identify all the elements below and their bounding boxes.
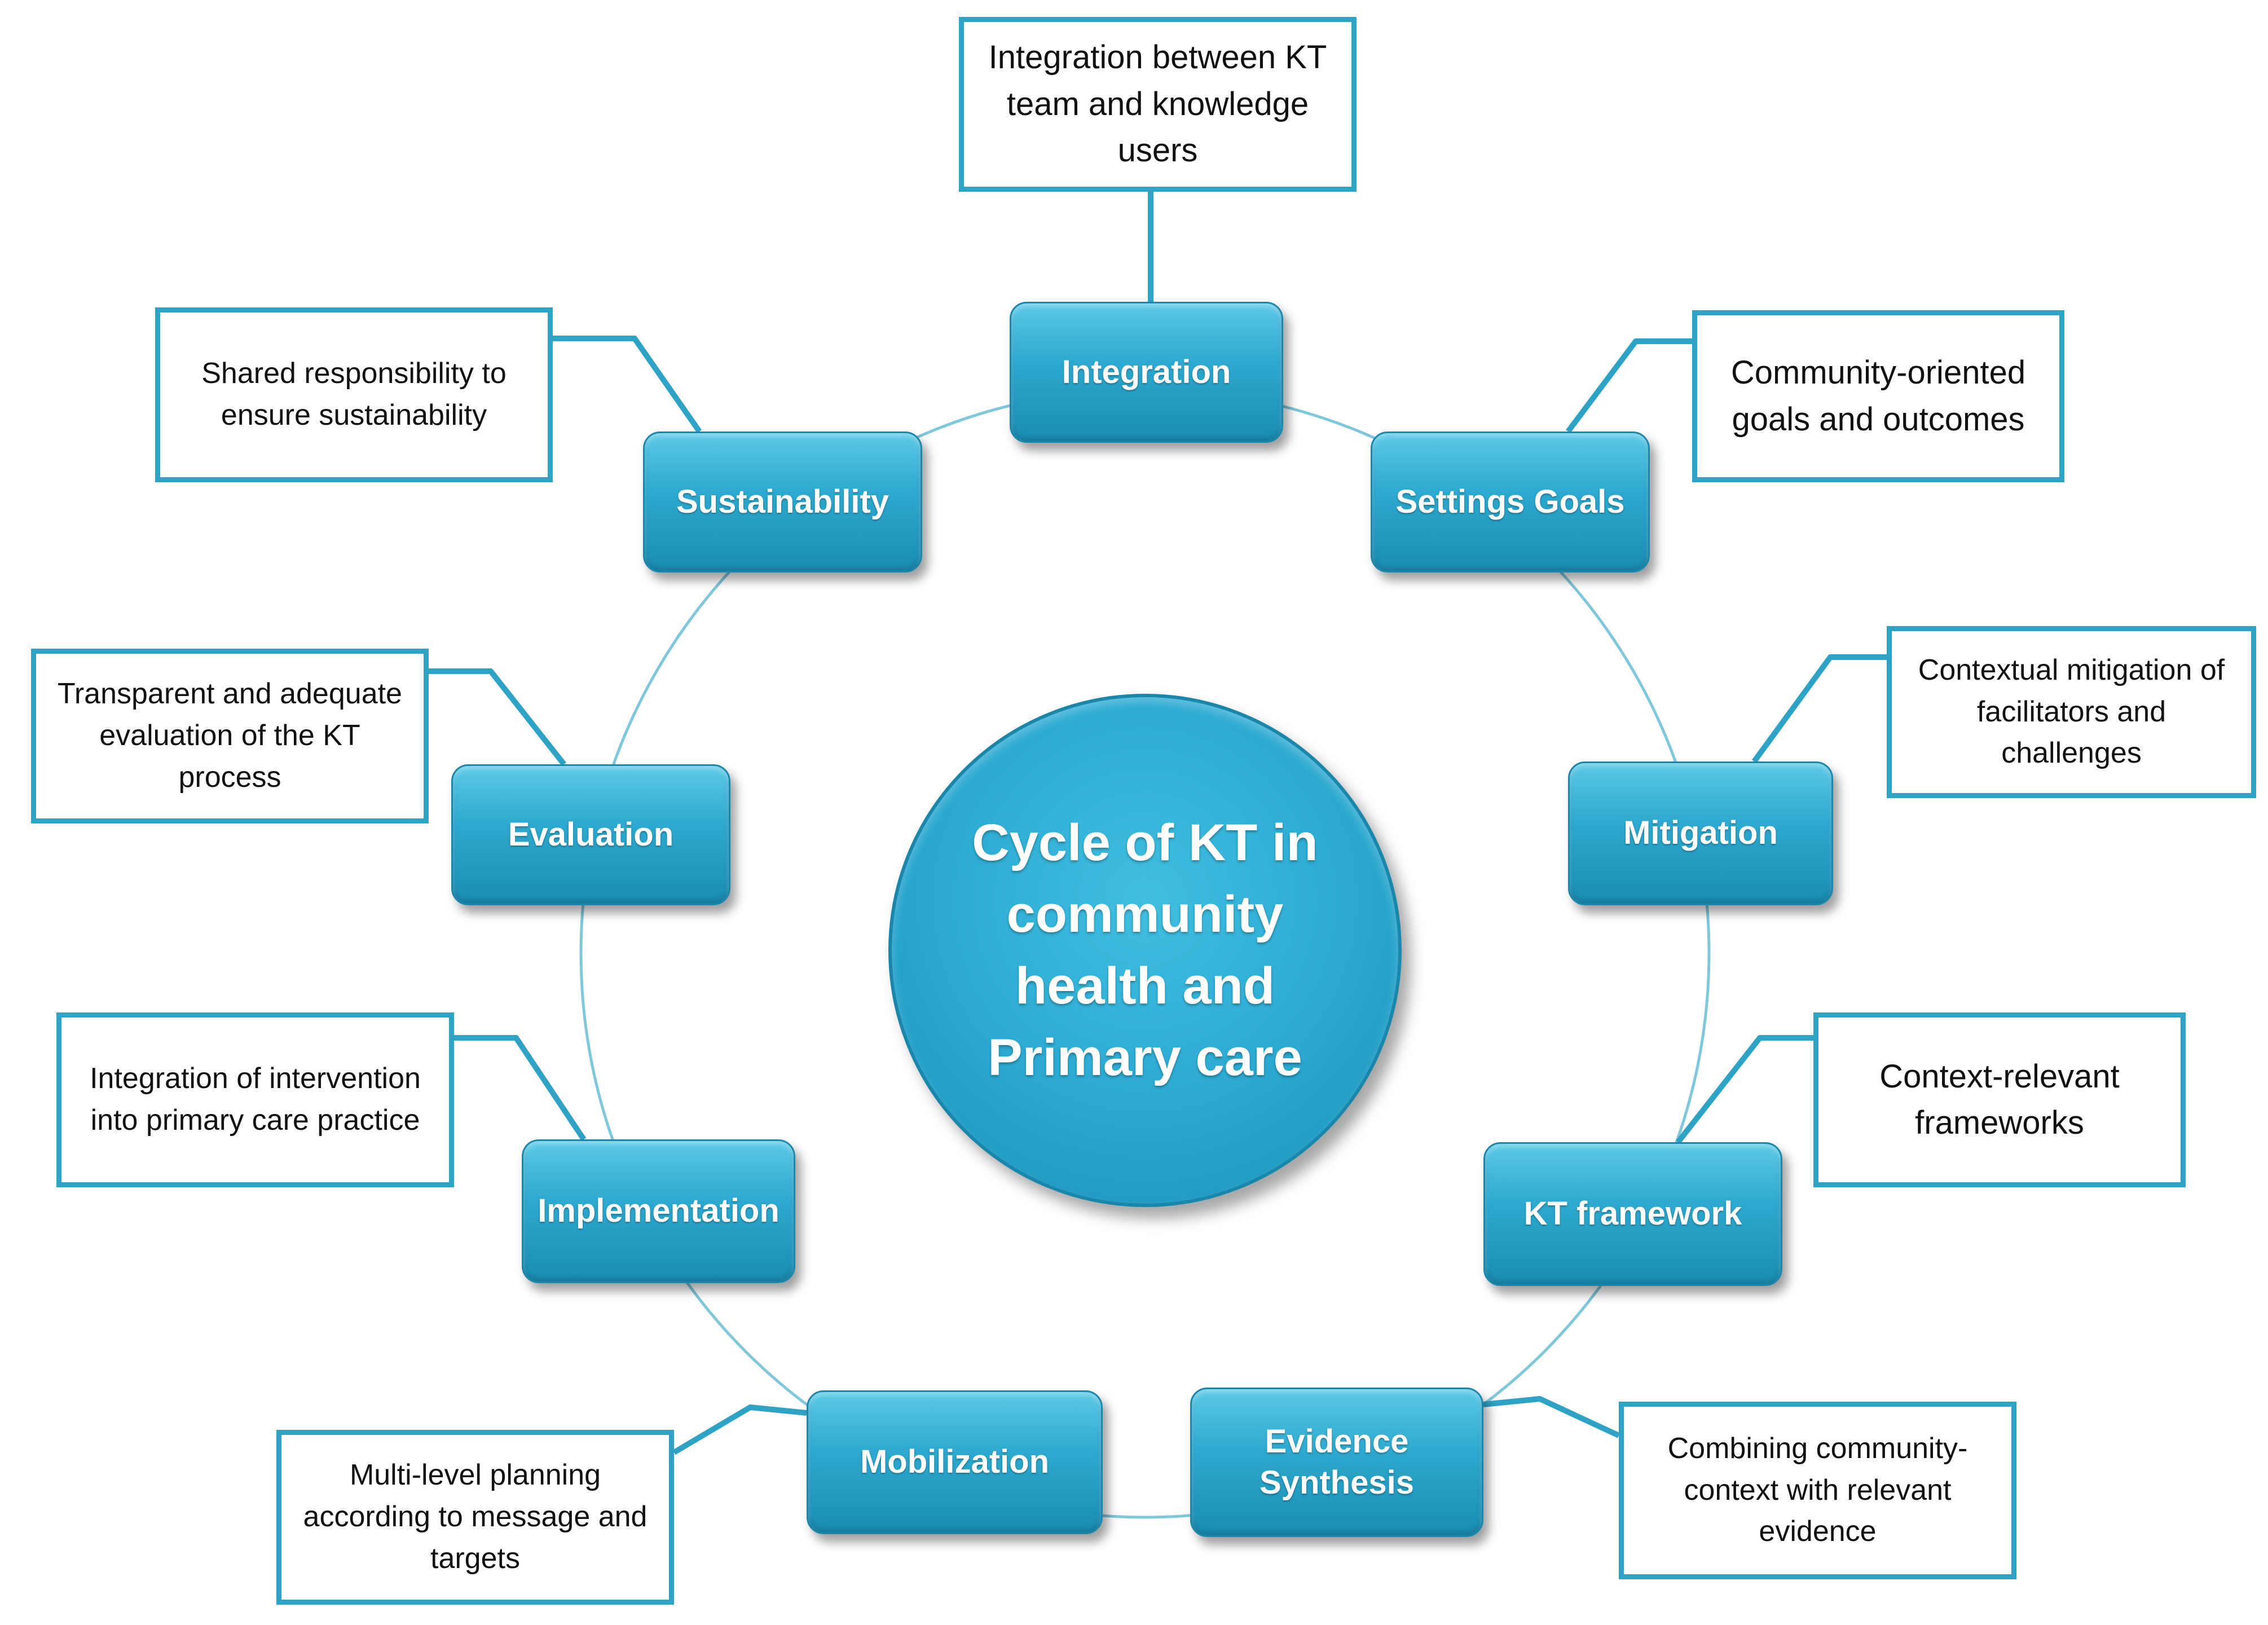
stage-mobilization[interactable]: Mobilization: [807, 1390, 1103, 1534]
stage-label: Mitigation: [1623, 814, 1778, 852]
connector-mitigation: [1751, 654, 1887, 763]
note-text: Multi-level planning according to messag…: [303, 1459, 648, 1575]
stage-label: Evidence Synthesis: [1259, 1423, 1414, 1501]
note-integration: Integration between KT team and knowledg…: [959, 17, 1357, 192]
note-mobilization: Multi-level planning according to messag…: [276, 1430, 674, 1605]
stage-integration[interactable]: Integration: [1010, 302, 1283, 443]
note-text: Context-relevant frameworks: [1879, 1058, 2120, 1141]
note-mitigation: Contextual mitigation of facilitators an…: [1887, 626, 2256, 798]
note-text: Combining community-context with relevan…: [1667, 1432, 1968, 1548]
note-evidence-synthesis: Combining community-context with relevan…: [1619, 1402, 2016, 1579]
note-text: Integration between KT team and knowledg…: [988, 39, 1327, 169]
stage-label: Evaluation: [508, 816, 674, 853]
stage-label: Mobilization: [860, 1443, 1050, 1481]
connector-kt-framework: [1676, 1035, 1813, 1144]
stage-evidence-synthesis[interactable]: Evidence Synthesis: [1190, 1388, 1483, 1537]
connector-implementation: [451, 1035, 587, 1141]
connector-setting-goals: [1566, 338, 1692, 433]
stage-sustainability[interactable]: Sustainability: [643, 431, 922, 573]
note-text: Community-oriented goals and outcomes: [1730, 354, 2026, 438]
note-kt-framework: Context-relevant frameworks: [1813, 1012, 2186, 1187]
stage-mitigation[interactable]: Mitigation: [1568, 761, 1833, 905]
note-text: Transparent and adequate evaluation of t…: [58, 677, 402, 794]
note-sustainability: Shared responsibility to ensure sustaina…: [155, 307, 553, 482]
center-title: Cycle of KT in community health and Prim…: [888, 694, 1402, 1207]
connector-evidence-synthesis: [1483, 1396, 1620, 1438]
note-text: Integration of intervention into primary…: [90, 1062, 421, 1137]
note-evaluation: Transparent and adequate evaluation of t…: [31, 649, 429, 823]
stage-label: Implementation: [538, 1192, 780, 1230]
stage-label: Integration: [1062, 353, 1231, 390]
stage-label: Sustainability: [676, 483, 889, 520]
stage-kt-framework[interactable]: KT framework: [1483, 1142, 1782, 1286]
connector-sustainability: [550, 336, 702, 433]
stage-implementation[interactable]: Implementation: [522, 1139, 795, 1283]
note-implementation: Integration of intervention into primary…: [56, 1012, 454, 1187]
stage-label: Settings Goals: [1395, 483, 1625, 520]
stage-evaluation[interactable]: Evaluation: [451, 764, 730, 905]
note-text: Contextual mitigation of facilitators an…: [1918, 653, 2225, 770]
connector-evaluation: [426, 668, 566, 767]
note-text: Shared responsibility to ensure sustaina…: [201, 357, 507, 431]
note-setting-goals: Community-oriented goals and outcomes: [1692, 310, 2064, 482]
stage-label: KT framework: [1523, 1195, 1742, 1232]
stage-setting-goals[interactable]: Settings Goals: [1371, 431, 1650, 573]
connector-mobilization: [672, 1404, 807, 1455]
